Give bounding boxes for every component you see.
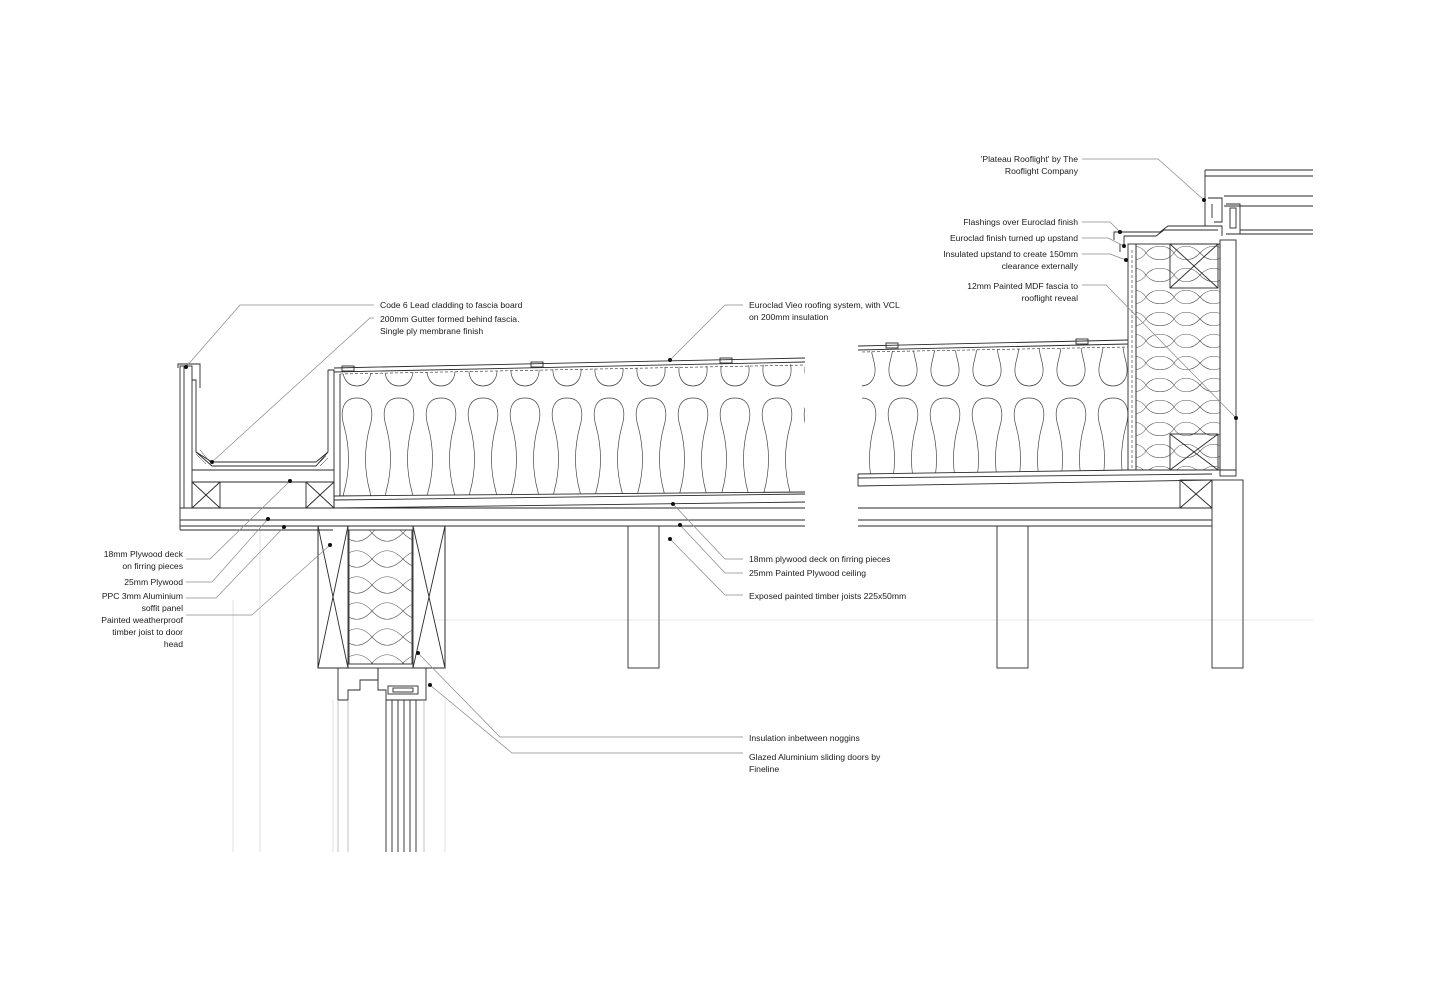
label-line: Code 6 Lead cladding to fascia board bbox=[380, 300, 523, 310]
label-line: Euroclad Vieo roofing system, with VCL bbox=[749, 300, 900, 310]
label-plywood-ceiling: 25mm Painted Plywood ceiling bbox=[749, 567, 866, 579]
label-line: 18mm Plywood deck bbox=[103, 549, 183, 559]
label-line: 25mm Plywood bbox=[124, 577, 183, 587]
leader-lines bbox=[185, 158, 1237, 754]
label-line: rooflight reveal bbox=[1021, 293, 1078, 303]
label-exposed-joists: Exposed painted timber joists 225x50mm bbox=[749, 590, 906, 602]
label-insulated-upstand: Insulated upstand to create 150mm cleara… bbox=[943, 248, 1078, 272]
label-line: Euroclad finish turned up upstand bbox=[949, 233, 1078, 243]
label-plywood-25: 25mm Plywood bbox=[124, 576, 183, 588]
faint-guides bbox=[232, 530, 1313, 852]
label-line: Insulated upstand to create 150mm bbox=[943, 249, 1078, 259]
leader-dots bbox=[184, 198, 1238, 687]
label-lead-cladding: Code 6 Lead cladding to fascia board bbox=[380, 299, 522, 311]
label-euroclad-system: Euroclad Vieo roofing system, with VCL o… bbox=[749, 299, 900, 323]
label-sliding-doors: Glazed Aluminium sliding doors by Fineli… bbox=[749, 751, 880, 775]
label-line: Rooflight Company bbox=[1004, 166, 1078, 176]
label-line: 25mm Painted Plywood ceiling bbox=[749, 568, 867, 578]
label-line: PPC 3mm Aluminium bbox=[101, 591, 183, 601]
label-line: Flashings over Euroclad finish bbox=[963, 217, 1078, 227]
label-line: on 200mm insulation bbox=[749, 312, 829, 322]
label-gutter: 200mm Gutter formed behind fascia. Singl… bbox=[380, 313, 519, 337]
label-line: soffit panel bbox=[141, 603, 183, 613]
label-rooflight: 'Plateau Rooflight' by The Rooflight Com… bbox=[981, 153, 1078, 177]
label-flashings: Flashings over Euroclad finish bbox=[963, 216, 1078, 228]
label-line: 18mm plywood deck on firring pieces bbox=[749, 554, 891, 564]
plywood-ceiling bbox=[179, 507, 1212, 531]
label-line: Fineline bbox=[749, 764, 780, 774]
label-line: Exposed painted timber joists 225x50mm bbox=[749, 591, 907, 601]
label-line: on firring pieces bbox=[122, 561, 183, 571]
roof-build-up-left bbox=[333, 357, 806, 509]
label-line: 12mm Painted MDF fascia to bbox=[967, 281, 1078, 291]
label-mdf-fascia: 12mm Painted MDF fascia to rooflight rev… bbox=[967, 280, 1078, 304]
label-timber-joist-door: Painted weatherproof timber joist to doo… bbox=[101, 614, 183, 650]
label-line: Glazed Aluminium sliding doors by bbox=[749, 752, 881, 762]
label-ppc-soffit: PPC 3mm Aluminium soffit panel bbox=[102, 590, 183, 614]
label-line: 200mm Gutter formed behind fascia. bbox=[380, 314, 520, 324]
label-plywood-deck-left: 18mm Plywood deck on firring pieces bbox=[104, 548, 183, 572]
rooflight-upstand bbox=[1113, 169, 1313, 477]
label-line: Insulation inbetween noggins bbox=[749, 733, 860, 743]
label-line: 'Plateau Rooflight' by The bbox=[980, 154, 1078, 164]
label-line: head bbox=[163, 639, 183, 649]
label-line: timber joist to door bbox=[112, 627, 183, 637]
label-line: Painted weatherproof bbox=[101, 615, 183, 625]
roof-build-up-right bbox=[857, 338, 1213, 487]
label-plywood-deck-right: 18mm plywood deck on firring pieces bbox=[749, 553, 890, 565]
label-insulation-noggins: Insulation inbetween noggins bbox=[749, 732, 860, 744]
door-head bbox=[317, 525, 446, 852]
label-line: clearance externally bbox=[1001, 261, 1078, 271]
label-euroclad-upstand: Euroclad finish turned up upstand bbox=[950, 232, 1078, 244]
fascia-gutter bbox=[177, 363, 335, 509]
label-line: Single ply membrane finish bbox=[380, 326, 484, 336]
exposed-joists bbox=[627, 479, 1244, 669]
